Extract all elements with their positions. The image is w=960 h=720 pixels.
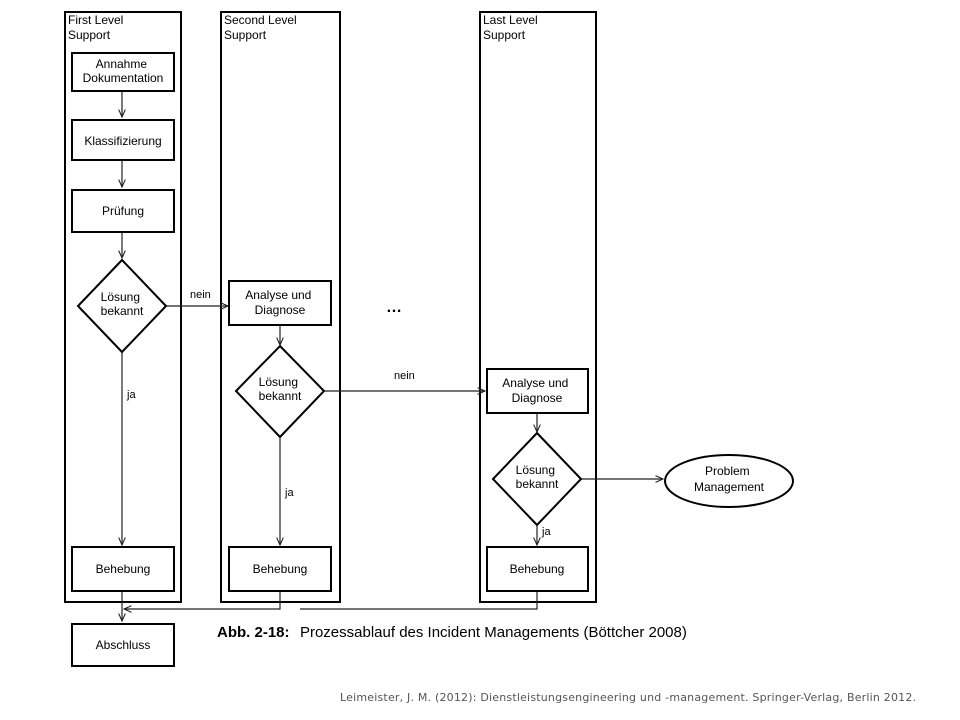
lane-first-level xyxy=(64,11,182,603)
edge-label-ja-1: ja xyxy=(126,389,136,401)
node-pruefung xyxy=(71,189,175,233)
connectors xyxy=(122,91,663,621)
arrow-behebung2-abschluss xyxy=(124,591,281,609)
node-analyse-diagnose-3 xyxy=(486,368,589,414)
lane-last-level-title: Last Level Support xyxy=(483,13,541,42)
node-annahme-dokumentation xyxy=(71,52,175,92)
decision-loesung-bekannt-2-label: Lösung bekannt xyxy=(259,375,302,403)
node-annahme-dokumentation-label: Annahme Dokumentation xyxy=(83,57,164,85)
edge-label-ja-3: ja xyxy=(541,526,551,538)
node-behebung-3 xyxy=(486,546,589,592)
node-abschluss-label: Abschluss xyxy=(96,638,151,652)
node-abschluss xyxy=(71,623,175,667)
ellipsis-more-levels: … xyxy=(386,299,402,316)
lane-second-level-title: Second Level Support xyxy=(224,13,300,42)
line-behebung3-abschluss xyxy=(300,591,538,610)
node-klassifizierung-label: Klassifizierung xyxy=(84,134,161,148)
edge-label-ja-2: ja xyxy=(284,487,294,499)
lane-first-level-title: First Level Support xyxy=(68,13,127,42)
edge-label-nein-1: nein xyxy=(190,289,211,301)
node-behebung-2 xyxy=(228,546,332,592)
decision-loesung-bekannt-1 xyxy=(76,258,168,354)
edge-label-nein-2: nein xyxy=(394,370,415,382)
node-behebung-3-label: Behebung xyxy=(510,562,565,576)
node-problem-management-label: Problem Management xyxy=(694,464,765,494)
decision-loesung-bekannt-3 xyxy=(491,431,583,527)
node-analyse-diagnose-2-label: Analyse und Diagnose xyxy=(245,288,314,317)
node-behebung-1 xyxy=(71,546,175,592)
node-behebung-2-label: Behebung xyxy=(253,562,308,576)
node-behebung-1-label: Behebung xyxy=(96,562,151,576)
node-problem-management xyxy=(664,454,794,508)
decision-loesung-bekannt-2 xyxy=(234,344,326,439)
figure-caption-label: Abb. 2-18: xyxy=(217,624,290,641)
decision-loesung-bekannt-1-label: Lösung bekannt xyxy=(101,290,144,318)
citation-text: Leimeister, J. M. (2012): Dienstleistung… xyxy=(340,691,916,704)
lane-last-level xyxy=(479,11,597,603)
node-klassifizierung xyxy=(71,119,175,161)
node-analyse-diagnose-2 xyxy=(228,280,332,326)
node-pruefung-label: Prüfung xyxy=(102,204,144,218)
figure-caption: Abb. 2-18: Prozessablauf des Incident Ma… xyxy=(217,624,687,641)
figure-caption-title: Prozessablauf des Incident Managements (… xyxy=(300,624,687,641)
decision-loesung-bekannt-3-label: Lösung bekannt xyxy=(516,463,559,491)
node-analyse-diagnose-3-label: Analyse und Diagnose xyxy=(502,376,571,405)
